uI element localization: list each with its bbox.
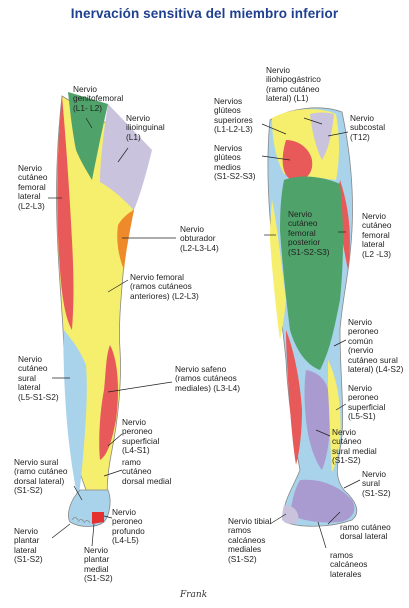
deep-peroneal-region	[92, 512, 104, 524]
signature: Frank	[180, 590, 207, 600]
sural-heel-region	[290, 480, 354, 523]
